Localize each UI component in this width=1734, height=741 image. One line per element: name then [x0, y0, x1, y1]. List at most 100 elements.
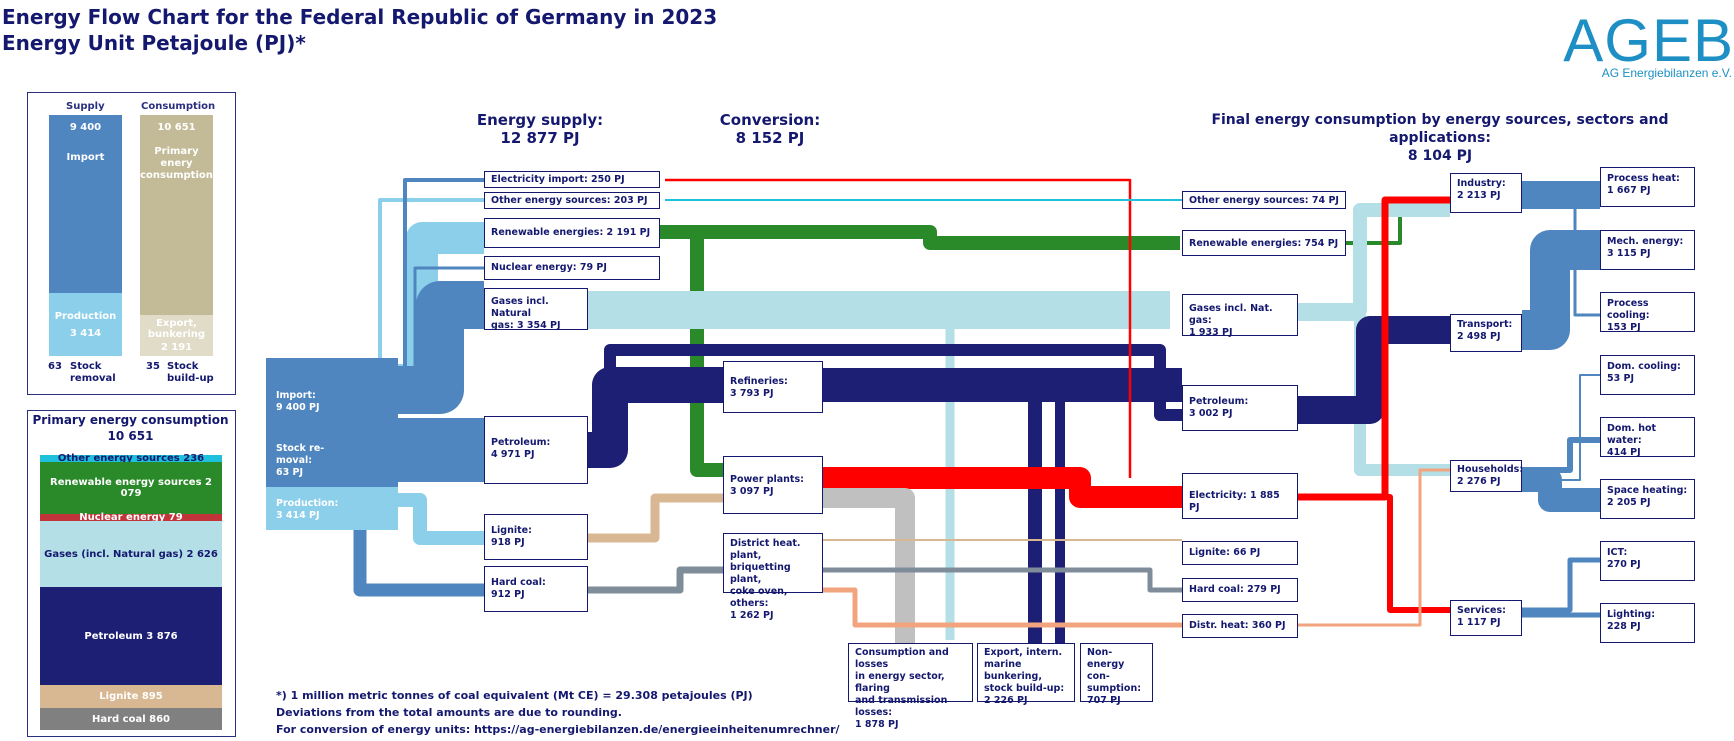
hardcoal-to-final-flow: [823, 567, 1182, 593]
transport-to-mech-flow: [1522, 230, 1600, 350]
primary-segment: Renewable energy sources 2 079: [40, 462, 222, 514]
industry-to-processcooling-flow: [1522, 198, 1600, 317]
districtheat-to-households-flow: [1298, 468, 1450, 627]
electricity-to-services-flow: [1298, 494, 1450, 613]
final-lignite: Lignite: 66 PJ: [1182, 541, 1298, 565]
final-district-heat: Distr. heat: 360 PJ: [1182, 614, 1298, 638]
primary-segment: Hard coal 860: [40, 708, 222, 730]
petroleum-direct-flow: [604, 344, 1182, 421]
primary-segment: Other energy sources 236: [40, 453, 222, 464]
sector-services: Services: 1 117 PJ: [1450, 600, 1522, 636]
petroleum-to-transport-flow: [1298, 316, 1450, 424]
primary-segment-label: Gases (incl. Natural gas) 2 626: [44, 548, 218, 560]
stock-removal-value: 63: [48, 361, 62, 372]
app-process-cooling: Process cooling: 153 PJ: [1600, 292, 1695, 333]
node-power-plants: Power plants: 3 097 PJ: [723, 456, 823, 514]
supply-import-label: Import: [66, 152, 105, 163]
source-production-label: Production: 3 414 PJ: [276, 498, 339, 521]
final-electricity: Electricity: 1 885 PJ: [1182, 473, 1298, 519]
production-to-other-flow: [378, 198, 484, 390]
stock-buildup-value: 35: [146, 361, 160, 372]
primary-segment: Gases (incl. Natural gas) 2 626: [40, 521, 222, 587]
footnote-url: For conversion of energy units: https://…: [276, 723, 840, 736]
stock-buildup-label: Stock build-up: [167, 361, 214, 384]
node-refineries: Refineries: 3 793 PJ: [723, 361, 823, 413]
primary-segment: Petroleum 3 876: [40, 587, 222, 685]
renewable-to-final-flow: [660, 225, 1180, 250]
consumption-export-bar: Export, bunkering 2 191: [140, 315, 213, 356]
node-electricity-import: Electricity import: 250 PJ: [484, 171, 660, 188]
supply-head: Supply: [66, 101, 105, 112]
source-stock-label: Stock re- moval: 63 PJ: [276, 443, 325, 478]
final-renewable: Renewable energies: 754 PJ: [1182, 230, 1346, 256]
supply-production-label: Production: [54, 310, 117, 322]
supply-import-bar: 9 400 Import: [49, 115, 122, 293]
consumption-primary-value: 10 651: [157, 122, 196, 133]
app-dom-hot-water: Dom. hot water: 414 PJ: [1600, 417, 1695, 458]
primary-segment-label: Hard coal 860: [91, 713, 171, 725]
app-process-heat: Process heat: 1 667 PJ: [1600, 167, 1695, 207]
node-export-bunkering: Export, intern. marine bunkering, stock …: [977, 643, 1075, 706]
primary-segment-label: Nuclear energy 79: [79, 512, 183, 523]
node-consumption-losses: Consumption and losses in energy sector,…: [848, 643, 973, 730]
households-to-hotwater-flow: [1522, 437, 1600, 473]
app-dom-cooling: Dom. cooling: 53 PJ: [1600, 355, 1695, 395]
node-non-energy: Non-energy con- sumption: 707 PJ: [1080, 643, 1153, 706]
losses-flow: [823, 488, 915, 645]
ageb-logo-subtitle: AG Energiebilanzen e.V.: [1601, 66, 1732, 80]
node-district-heating: District heat. plant, briquetting plant,…: [723, 533, 823, 621]
primary-segment-label: Renewable energy sources 2 079: [50, 477, 212, 499]
consumption-head: Consumption: [141, 101, 216, 112]
consumption-export-label: Export, bunkering: [147, 318, 206, 340]
source-import-label: Import: 9 400 PJ: [276, 390, 320, 413]
consumption-primary-bar: 10 651 Primary enery consumption: [140, 115, 213, 315]
primary-panel-total: 10 651: [107, 429, 154, 443]
primary-segment-label: Petroleum 3 876: [84, 630, 178, 642]
district-heat-flow: [823, 587, 1182, 628]
node-petroleum: Petroleum: 4 971 PJ: [484, 416, 588, 484]
page-title: Energy Flow Chart for the Federal Republ…: [2, 5, 718, 29]
final-hard-coal: Hard coal: 279 PJ: [1182, 578, 1298, 602]
supply-import-value: 9 400: [69, 122, 102, 133]
node-nuclear-energy: Nuclear energy: 79 PJ: [484, 256, 660, 280]
primary-segment-label: Lignite 895: [99, 691, 163, 702]
header-conversion: Conversion: 8 152 PJ: [719, 111, 821, 147]
services-to-ict-flow: [1522, 557, 1600, 613]
stock-removal-label: Stock removal: [70, 361, 116, 384]
node-other-energy-sources: Other energy sources: 203 PJ: [484, 192, 660, 209]
app-mech-energy: Mech. energy: 3 115 PJ: [1600, 230, 1695, 270]
header-final-consumption: Final energy consumption by energy sourc…: [1211, 112, 1669, 164]
final-petroleum: Petroleum: 3 002 PJ: [1182, 385, 1298, 431]
hardcoal-to-district-flow: [588, 566, 723, 594]
sector-households: Households: 2 276 PJ: [1450, 460, 1523, 492]
page-subtitle: Energy Unit Petajoule (PJ)*: [2, 31, 306, 55]
node-gases: Gases incl. Natural gas: 3 354 PJ: [484, 288, 588, 331]
primary-segment: Nuclear energy 79: [40, 512, 222, 523]
header-energy-supply: Energy supply: 12 877 PJ: [476, 111, 604, 147]
primary-segment: Lignite 895: [40, 685, 222, 708]
import-to-nuclear-flow: [413, 266, 484, 380]
app-lighting: Lighting: 228 PJ: [1600, 603, 1695, 643]
node-lignite: Lignite: 918 PJ: [484, 514, 588, 560]
source-production-block: [266, 487, 398, 530]
lignite-to-powerplants-flow: [588, 493, 723, 543]
sector-industry: Industry: 2 213 PJ: [1450, 173, 1522, 213]
footnote-conversion: *) 1 million metric tonnes of coal equiv…: [276, 689, 753, 702]
sector-transport: Transport: 2 498 PJ: [1450, 314, 1522, 352]
households-to-spaceheating-flow: [1522, 468, 1600, 512]
node-hard-coal: Hard coal: 912 PJ: [484, 566, 588, 612]
final-gases: Gases incl. Nat. gas: 1 933 PJ: [1182, 294, 1298, 338]
powerplants-to-electricity-flow: [823, 467, 1182, 508]
footnote-rounding: Deviations from the total amounts are du…: [276, 706, 622, 719]
app-space-heating: Space heating: 2 205 PJ: [1600, 479, 1695, 519]
electricity-import-flow: [665, 178, 1132, 478]
consumption-export-value: 2 191: [160, 342, 193, 353]
ageb-logo: AGEB: [1563, 7, 1734, 74]
primary-panel-title: Primary energy consumption: [32, 413, 229, 427]
node-renewable-energies: Renewable energies: 2 191 PJ: [484, 218, 660, 248]
import-to-electricity-flow: [403, 178, 484, 380]
primary-segment-label: Other energy sources 236: [57, 453, 205, 464]
petroleum-to-refineries-flow: [588, 367, 723, 468]
